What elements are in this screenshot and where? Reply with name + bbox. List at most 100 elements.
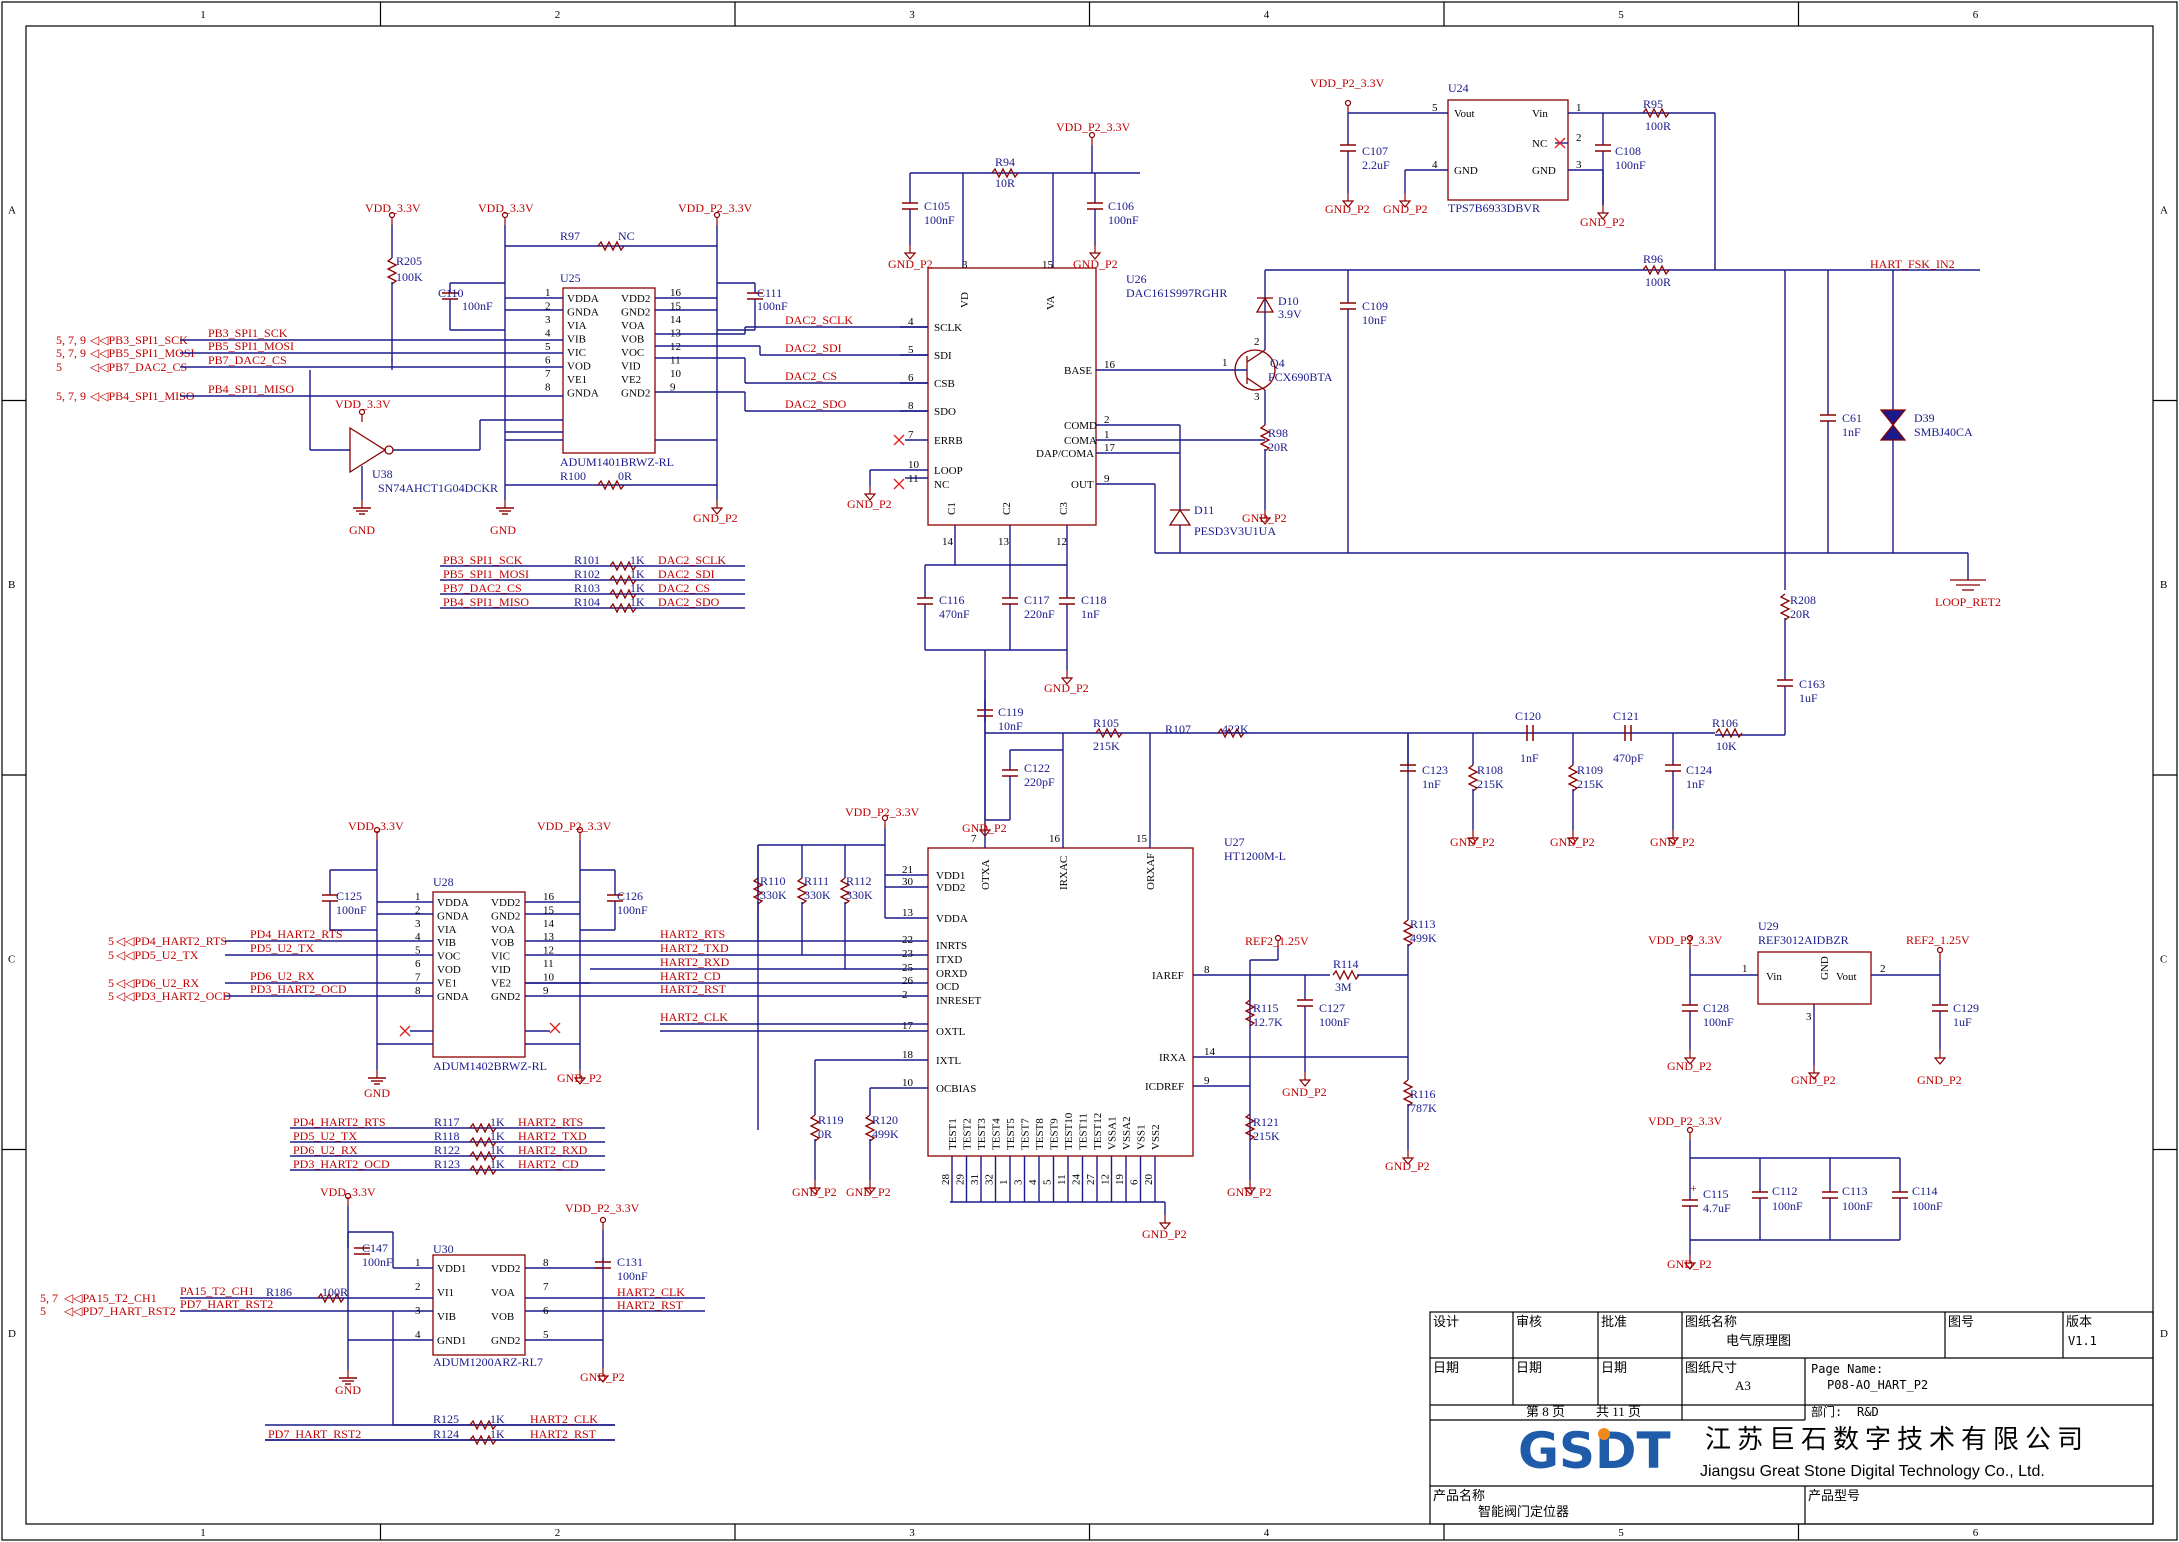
svg-text:GND: GND: [490, 523, 516, 537]
svg-text:U24: U24: [1448, 81, 1469, 95]
svg-text:100nF: 100nF: [617, 903, 648, 917]
svg-text:220nF: 220nF: [1024, 607, 1055, 621]
pin-number: 9: [1204, 1075, 1210, 1087]
svg-text:R97: R97: [560, 229, 580, 243]
svg-text:10nF: 10nF: [998, 719, 1023, 733]
pin-name: ERRB: [934, 435, 963, 447]
pin-name: VSSA1: [1107, 1116, 1119, 1150]
pin-name: SCLK: [934, 322, 962, 334]
pin-name: VOB: [491, 1311, 514, 1323]
svg-text:100nF: 100nF: [757, 299, 788, 313]
svg-text:12: 12: [1056, 536, 1067, 548]
svg-text:C129: C129: [1953, 1001, 1979, 1015]
frame-col-label: 1: [200, 1527, 206, 1539]
pin-name: TEST12: [1092, 1113, 1104, 1150]
svg-text:215K: 215K: [1093, 739, 1120, 753]
svg-text:GND_P2: GND_P2: [846, 1185, 891, 1199]
svg-text:C114: C114: [1912, 1184, 1938, 1198]
svg-text:Page Name:: Page Name:: [1811, 1362, 1883, 1376]
pin-name: VE1: [437, 977, 457, 989]
table-value: 1K: [490, 1143, 505, 1157]
pin-name: TEST8: [1034, 1118, 1046, 1150]
net-port-pa15_t2_ch1: ◁◁PA15_T2_CH1: [63, 1291, 157, 1305]
svg-text:100nF: 100nF: [1319, 1015, 1350, 1029]
svg-text:D39: D39: [1914, 411, 1935, 425]
frame-col-label: 3: [909, 9, 915, 21]
svg-text:R113: R113: [1410, 917, 1436, 931]
svg-text:R100: R100: [560, 469, 586, 483]
svg-text:C116: C116: [939, 593, 965, 607]
pin-number: 6: [543, 1305, 549, 1317]
svg-text:10nF: 10nF: [1362, 313, 1387, 327]
svg-text:C119: C119: [998, 705, 1024, 719]
net-sheet-ref: 5: [56, 360, 62, 374]
table-ref: R123: [434, 1157, 460, 1171]
pin-name: VIB: [437, 1311, 456, 1323]
frame-col-label: 2: [555, 9, 561, 21]
svg-text:C2: C2: [1001, 502, 1013, 515]
frame-col-label: 4: [1264, 1527, 1270, 1539]
svg-text:VD: VD: [959, 292, 971, 308]
svg-text:10K: 10K: [1716, 739, 1737, 753]
svg-text:C109: C109: [1362, 299, 1388, 313]
svg-text:R116: R116: [1410, 1087, 1436, 1101]
table-net-to: HART2_CLK: [530, 1412, 598, 1426]
pin-name: OXTL: [936, 1026, 966, 1038]
svg-text:100nF: 100nF: [1772, 1199, 1803, 1213]
svg-text:1uF: 1uF: [1799, 691, 1818, 705]
pin-number: 11: [908, 473, 919, 485]
u27-pin-labels: VDD121VDD230VDDA13INRTS22ITXD23ORXD25OCD…: [902, 833, 1216, 1185]
pin-number: 16: [1049, 833, 1061, 845]
net-sheet-ref: 5, 7, 9: [56, 333, 86, 347]
svg-text:C163: C163: [1799, 677, 1825, 691]
pin-number: 4: [1027, 1179, 1039, 1185]
pin-number: 1: [1104, 429, 1110, 441]
pin-name: ITXD: [936, 954, 962, 966]
svg-text:版本: 版本: [2066, 1314, 2092, 1329]
svg-text:100nF: 100nF: [1842, 1199, 1873, 1213]
svg-text:部门:: 部门:: [1811, 1404, 1842, 1419]
pin-number: 14: [670, 314, 682, 326]
pin-number: 30: [902, 876, 914, 888]
svg-text:VDD_P2_3.3V: VDD_P2_3.3V: [537, 819, 612, 833]
pin-name: VID: [491, 964, 511, 976]
svg-text:C108: C108: [1615, 144, 1641, 158]
svg-text:GND_P2: GND_P2: [1282, 1085, 1327, 1099]
pin-number: 12: [670, 341, 681, 353]
svg-text:GND_P2: GND_P2: [1667, 1059, 1712, 1073]
table-value: 1K: [630, 595, 645, 609]
hart-net-2: HART2_RXD: [660, 955, 730, 969]
svg-text:422K: 422K: [1222, 722, 1249, 736]
svg-text:GND: GND: [349, 523, 375, 537]
net-name: PA15_T2_CH1: [180, 1284, 254, 1298]
pin-name: Vin: [1532, 108, 1548, 120]
table-net-to: HART2_RTS: [518, 1115, 583, 1129]
svg-text:SMBJ40CA: SMBJ40CA: [1914, 425, 1973, 439]
pin-name: ORXAF: [1145, 853, 1157, 890]
svg-text:1nF: 1nF: [1686, 777, 1705, 791]
pin-name: LOOP: [934, 465, 963, 477]
u27-hart-modem: U27 HT1200M-L VDD_P2_3.3V R110 330K R111…: [660, 722, 1437, 1241]
pin-number: 5: [415, 945, 421, 957]
pin-name: TEST4: [991, 1118, 1003, 1150]
pin-number: 12: [543, 945, 554, 957]
pin-name: TEST5: [1005, 1118, 1017, 1150]
svg-text:3: 3: [962, 259, 968, 271]
svg-text:U28: U28: [433, 875, 454, 889]
svg-text:设计: 设计: [1433, 1314, 1459, 1329]
pin-number: 24: [1071, 1174, 1083, 1186]
svg-text:产品名称: 产品名称: [1433, 1488, 1485, 1503]
pin-name: TEST7: [1020, 1118, 1032, 1150]
svg-text:VDD_P2_3.3V: VDD_P2_3.3V: [1648, 933, 1723, 947]
svg-text:2.2uF: 2.2uF: [1362, 158, 1390, 172]
pin-name: VDDA: [936, 913, 968, 925]
table-net: PD7_HART_RST2: [268, 1427, 361, 1441]
pin-number: 13: [543, 931, 555, 943]
title-block: 设计 审核 批准 图纸名称 电气原理图 图号 版本 V1.1 日期 日期 日期 …: [1429, 1311, 2154, 1525]
pin-number: 6: [1129, 1179, 1141, 1185]
svg-text:VDD_P2_3.3V: VDD_P2_3.3V: [845, 805, 920, 819]
pin-number: 15: [1136, 833, 1148, 845]
svg-text:产品型号: 产品型号: [1808, 1488, 1860, 1503]
svg-text:330K: 330K: [760, 888, 787, 902]
